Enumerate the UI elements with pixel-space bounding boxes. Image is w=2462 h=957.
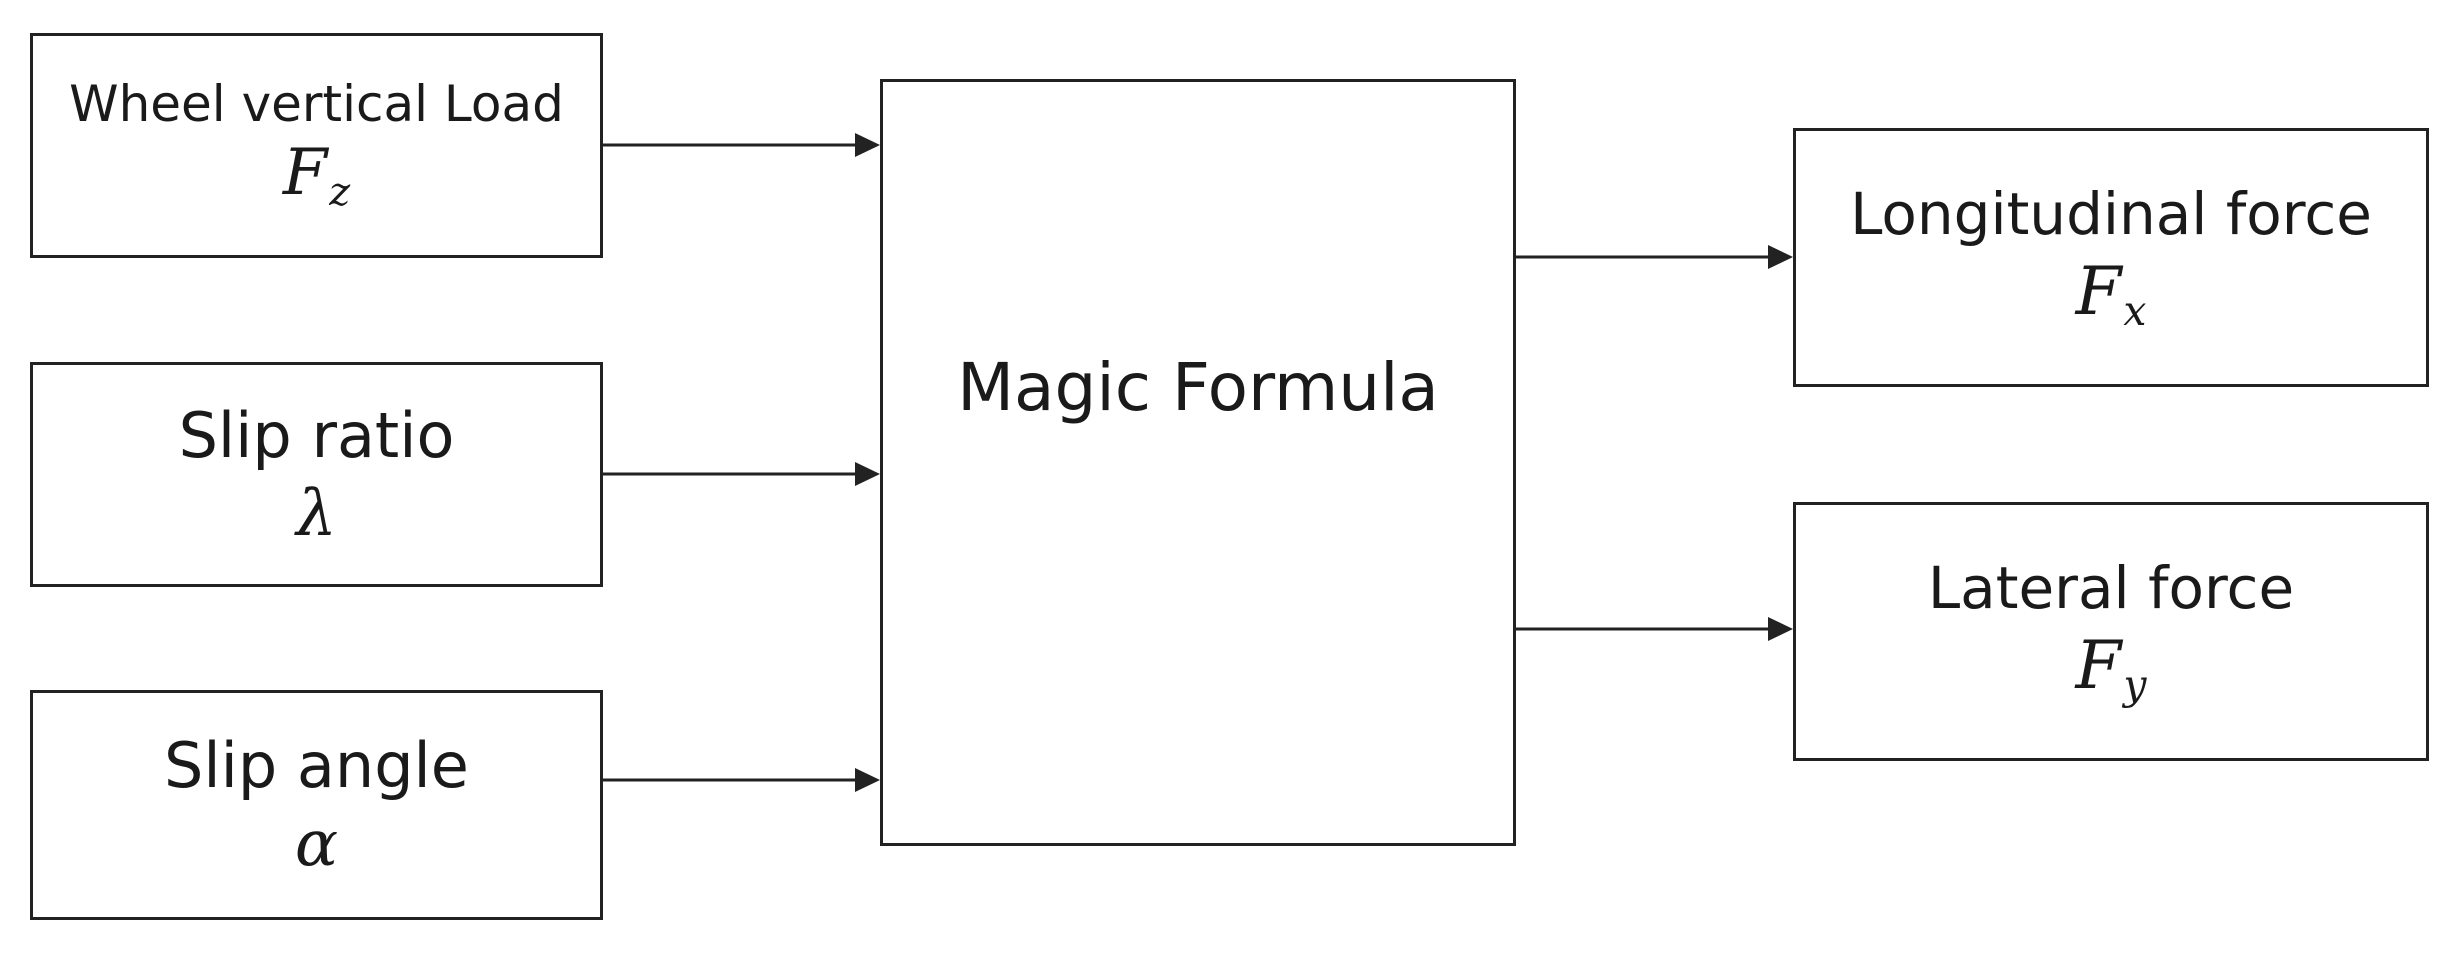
magic-formula-box: Magic Formula <box>880 79 1516 846</box>
arrowhead-angle <box>855 768 880 792</box>
wheel-load-symbol: Fz <box>283 138 350 215</box>
longitudinal-force-symbol-main: F <box>2075 252 2122 330</box>
output-box-lateral-force: Lateral force Fy <box>1793 502 2429 761</box>
slip-angle-label: Slip angle <box>164 729 469 803</box>
longitudinal-force-symbol-sub: x <box>2123 287 2147 336</box>
wheel-load-symbol-main: F <box>282 135 328 210</box>
longitudinal-force-symbol: Fx <box>2075 252 2147 336</box>
longitudinal-force-label: Longitudinal force <box>1850 179 2372 248</box>
lateral-force-symbol: Fy <box>2075 626 2147 710</box>
arrowhead-load <box>855 133 880 157</box>
wheel-load-symbol-sub: z <box>329 168 351 215</box>
slip-ratio-symbol: λ <box>296 476 337 551</box>
input-box-slip-angle: Slip angle α <box>30 690 603 920</box>
input-box-wheel-load: Wheel vertical Load Fz <box>30 33 603 258</box>
lateral-force-symbol-main: F <box>2075 626 2122 704</box>
magic-formula-label: Magic Formula <box>957 348 1439 426</box>
lateral-force-label: Lateral force <box>1927 553 2295 622</box>
output-box-longitudinal-force: Longitudinal force Fx <box>1793 128 2429 387</box>
wheel-load-label: Wheel vertical Load <box>69 75 564 134</box>
arrowhead-ratio <box>855 462 880 486</box>
input-box-slip-ratio: Slip ratio λ <box>30 362 603 587</box>
arrowhead-fx <box>1768 245 1793 269</box>
lateral-force-symbol-sub: y <box>2123 661 2147 710</box>
slip-angle-symbol: α <box>294 807 339 882</box>
arrowhead-fy <box>1768 617 1793 641</box>
slip-ratio-label: Slip ratio <box>178 398 455 472</box>
